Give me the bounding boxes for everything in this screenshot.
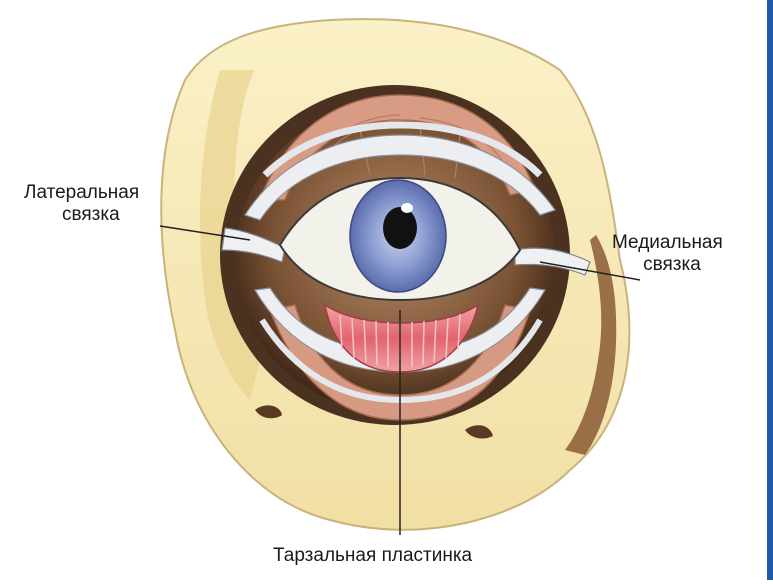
- medial-label-line2: связка: [612, 254, 723, 276]
- eye-pupil: [383, 207, 417, 249]
- lateral-ligament-label: Латеральная связка: [24, 182, 139, 226]
- eye-highlight: [401, 203, 413, 213]
- medial-label-line1: Медиальная: [612, 232, 723, 254]
- medial-ligament-label: Медиальная связка: [612, 232, 723, 276]
- tarsal-plate-label: Тарзальная пластинка: [273, 545, 472, 567]
- lateral-label-line2: связка: [24, 204, 139, 226]
- lateral-label-line1: Латеральная: [24, 182, 139, 204]
- edge-accent-bar: [767, 0, 773, 580]
